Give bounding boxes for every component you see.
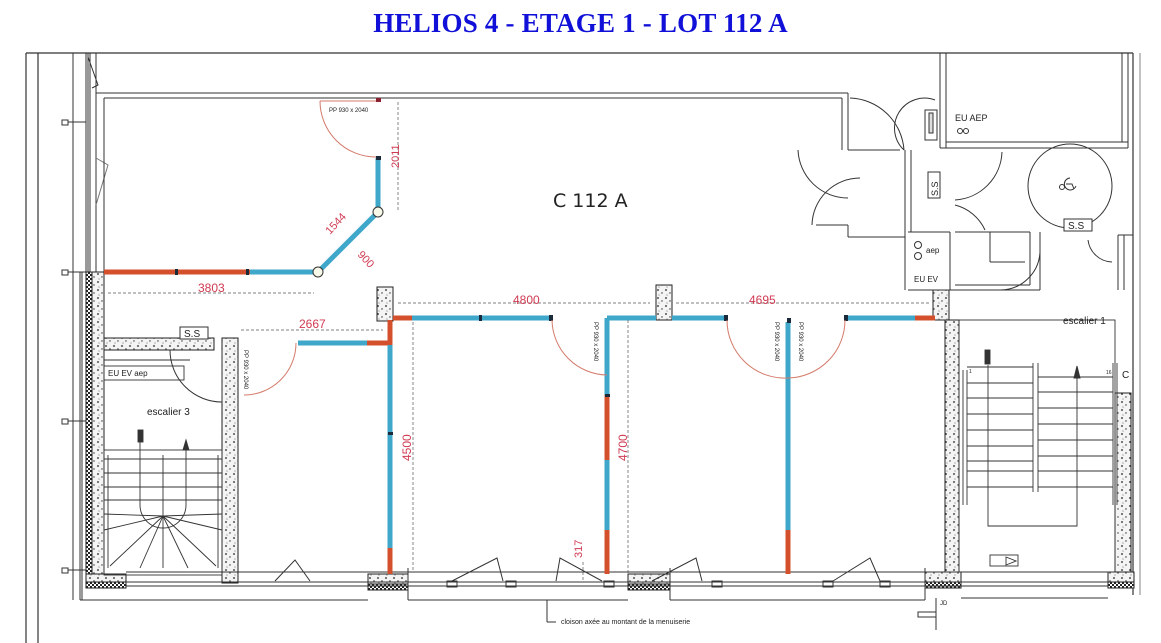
dim-2667: 2667 xyxy=(299,317,326,331)
dim-1544: 1544 xyxy=(323,211,348,237)
label-c: C xyxy=(1122,370,1129,381)
dim-4700: 4700 xyxy=(616,434,630,461)
dim-317: 317 xyxy=(573,540,585,558)
door-arcs xyxy=(243,98,846,396)
dim-4800: 4800 xyxy=(513,293,540,307)
room-label: C 112 A xyxy=(553,190,628,212)
dim-3803: 3803 xyxy=(198,281,225,295)
text-labels: C 112 A EU AEP aep EU EV EU EV aep escal… xyxy=(108,113,1129,626)
door-label-top: PP 930 x 2040 xyxy=(329,108,369,114)
service-doors xyxy=(169,97,1113,403)
door-label-mid: PP 930 x 2040 xyxy=(592,322,598,362)
door-labels: PP 930 x 2040 PP 930 x 2040 PP 930 x 204… xyxy=(242,108,803,390)
label-jd: JD xyxy=(940,601,948,607)
plan-title: HELIOS 4 - ETAGE 1 - LOT 112 A xyxy=(373,8,788,38)
dim-4695: 4695 xyxy=(749,293,776,307)
label-ss-3: S.S xyxy=(1068,221,1084,232)
stair-1 xyxy=(958,319,1118,573)
partitions xyxy=(104,156,935,574)
service-core xyxy=(904,53,1133,291)
label-escalier-1: escalier 1 xyxy=(1063,316,1106,327)
dimension-lines xyxy=(108,102,930,582)
ss-markers: S.S S.S S.S xyxy=(179,171,1093,340)
concrete-walls xyxy=(85,271,1135,591)
dimension-labels: 2011 1544 900 3803 2667 4800 4695 4500 4… xyxy=(198,144,776,558)
label-aep: aep xyxy=(926,246,940,255)
label-ss-2: S.S xyxy=(930,181,940,196)
label-eu-aep: EU AEP xyxy=(955,113,988,123)
top-wall xyxy=(96,92,900,272)
label-note: cloison axée au montant de la menuiserie xyxy=(561,619,690,626)
label-eu-ev-aep: EU EV aep xyxy=(108,369,148,378)
dim-2011: 2011 xyxy=(390,144,402,168)
stair-3 xyxy=(103,359,223,576)
dim-900: 900 xyxy=(355,249,376,271)
label-step-16: 16 xyxy=(1106,370,1112,376)
label-escalier-3: escalier 3 xyxy=(147,407,190,418)
door-label-right-b: PP 930 x 2040 xyxy=(797,322,803,362)
bottom-facade xyxy=(80,557,1108,630)
door-label-left: PP 930 x 2040 xyxy=(242,350,248,390)
label-step-1: 1 xyxy=(969,369,972,375)
label-ss-1: S.S xyxy=(184,329,200,340)
label-eu-ev: EU EV xyxy=(914,275,939,284)
left-facade xyxy=(61,53,109,600)
door-label-right-a: PP 930 x 2040 xyxy=(773,322,779,362)
outer-frame xyxy=(25,52,1141,643)
dim-4500: 4500 xyxy=(400,434,414,461)
